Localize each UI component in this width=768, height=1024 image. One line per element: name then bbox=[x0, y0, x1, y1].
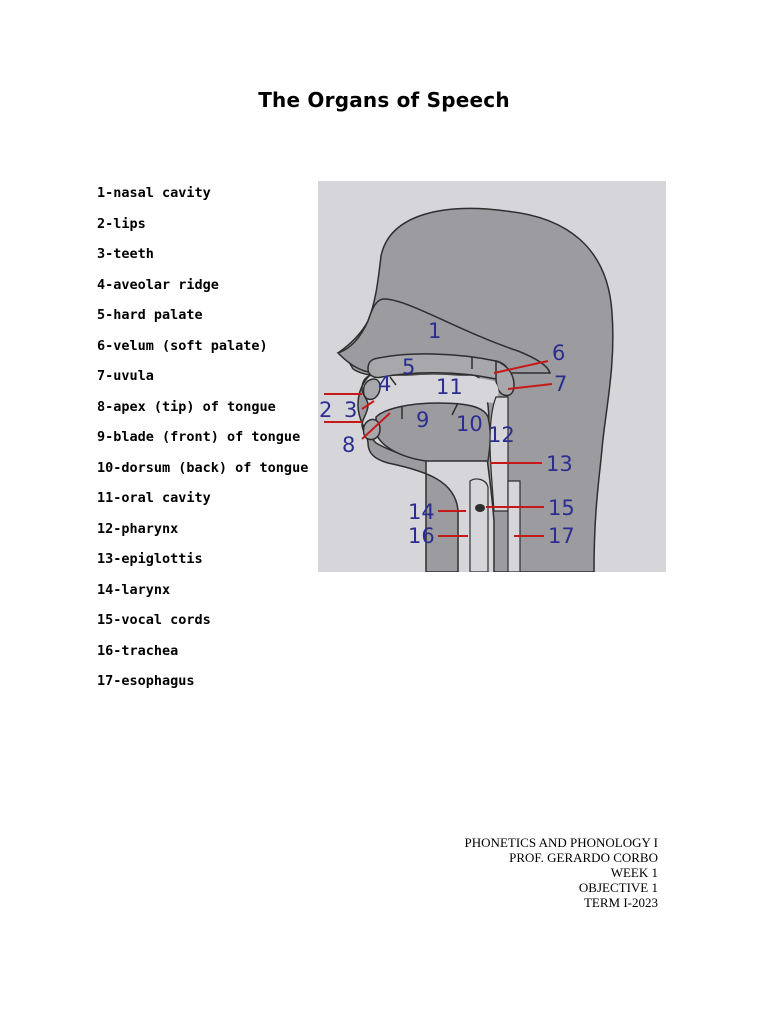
label-10: 10 bbox=[456, 412, 483, 436]
legend-item: 1-nasal cavity bbox=[97, 185, 211, 201]
course-name: PHONETICS AND PHONOLOGY I bbox=[464, 835, 658, 850]
alveolar-tick bbox=[389, 376, 397, 386]
arrow-teeth bbox=[361, 400, 375, 410]
course-info-footer: PHONETICS AND PHONOLOGY I PROF. GERARDO … bbox=[465, 835, 658, 910]
label-1: 1 bbox=[428, 319, 441, 343]
label-11: 11 bbox=[436, 375, 463, 399]
label-5: 5 bbox=[402, 355, 415, 379]
label-4: 4 bbox=[378, 372, 391, 396]
arrow-apex bbox=[361, 412, 391, 440]
legend-item: 11-oral cavity bbox=[97, 490, 211, 506]
legend-item: 14-larynx bbox=[97, 581, 171, 598]
oral-cavity bbox=[378, 374, 499, 407]
tongue bbox=[375, 402, 492, 462]
term-label: TERM I-2023 bbox=[583, 895, 658, 910]
legend-item: 6-velum (soft palate) bbox=[97, 337, 268, 354]
label-15: 15 bbox=[548, 496, 575, 520]
legend-item: 4-aveolar ridge bbox=[97, 276, 219, 293]
legend-item: 2-lips bbox=[97, 215, 146, 232]
upper-lip bbox=[362, 378, 381, 401]
legend-item: 8-apex (tip) of tongue bbox=[97, 398, 276, 415]
label-3: 3 bbox=[344, 398, 357, 422]
label-17: 17 bbox=[548, 524, 575, 548]
professor-name: PROF. GERARDO CORBO bbox=[509, 850, 658, 865]
week-label: WEEK 1 bbox=[610, 865, 658, 880]
legend-item: 9-blade (front) of tongue bbox=[97, 429, 301, 445]
legend-item: 3-teeth bbox=[97, 246, 154, 262]
label-16: 16 bbox=[408, 524, 435, 548]
legend-item: 5-hard palate bbox=[97, 307, 203, 323]
arrow-uvula bbox=[507, 383, 553, 390]
page-title: The Organs of Speech bbox=[258, 88, 510, 112]
vocal-tract-illustration: 1 2 3 4 5 6 7 8 9 10 11 12 13 14 15 16 1… bbox=[319, 207, 614, 572]
organ-legend-list: 1-nasal cavity 2-lips 3-teeth 4-aveolar … bbox=[97, 183, 308, 702]
label-14: 14 bbox=[408, 500, 435, 524]
objective-label: OBJECTIVE 1 bbox=[578, 880, 658, 895]
legend-item: 10-dorsum (back) of tongue bbox=[97, 459, 309, 476]
trachea bbox=[469, 478, 489, 572]
pointer-arrows bbox=[324, 360, 553, 537]
label-2: 2 bbox=[319, 398, 332, 422]
vocal-cords bbox=[475, 504, 485, 512]
label-7: 7 bbox=[554, 372, 567, 396]
legend-item: 16-trachea bbox=[97, 642, 179, 659]
legend-item: 17-esophagus bbox=[97, 673, 195, 689]
pharynx bbox=[489, 396, 509, 512]
speech-organs-diagram: 1 2 3 4 5 6 7 8 9 10 11 12 13 14 15 16 1… bbox=[318, 181, 666, 572]
label-6: 6 bbox=[552, 341, 565, 365]
label-8: 8 bbox=[342, 433, 355, 457]
head-silhouette bbox=[337, 207, 614, 572]
tongue-tick-2 bbox=[451, 402, 459, 416]
legend-item: 12-pharynx bbox=[97, 520, 179, 537]
legend-item: 13-epiglottis bbox=[97, 551, 203, 567]
arrow-velum bbox=[493, 360, 549, 374]
label-9: 9 bbox=[416, 408, 429, 432]
label-13: 13 bbox=[546, 452, 573, 476]
legend-item: 15-vocal cords bbox=[97, 612, 211, 628]
label-12: 12 bbox=[488, 423, 515, 447]
legend-item: 7-uvula bbox=[97, 368, 154, 384]
esophagus bbox=[507, 480, 521, 572]
